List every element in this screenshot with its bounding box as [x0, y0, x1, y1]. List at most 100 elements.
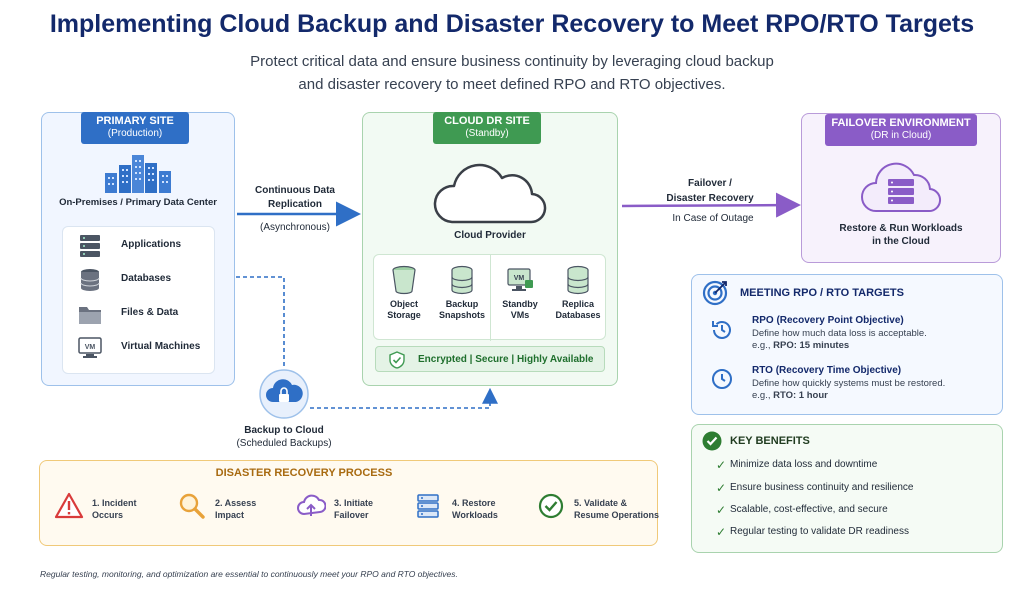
- primary-site-title: PRIMARY SITE: [96, 115, 174, 127]
- database-icon: [80, 269, 100, 291]
- footnote: Regular testing, monitoring, and optimiz…: [40, 569, 458, 579]
- benefit-label: Regular testing to validate DR readiness: [730, 526, 909, 537]
- replication-mode: (Asynchronous): [259, 222, 331, 233]
- standby-vm-badge: VM: [514, 275, 525, 282]
- page-title: Implementing Cloud Backup and Disaster R…: [49, 10, 975, 38]
- shield-check-icon: [389, 351, 405, 369]
- primary-resources-box: Applications Databases Files & Data VM V…: [62, 226, 215, 374]
- cloud-upload-icon: [297, 494, 326, 516]
- page-subtitle: Protect critical data and ensure busines…: [200, 50, 824, 96]
- benefit-item: ✓Ensure business continuity and resilien…: [716, 481, 996, 497]
- failover-line-2: Disaster Recovery: [666, 193, 754, 204]
- replication-line-1: Continuous Data: [255, 185, 335, 196]
- replication-line-2: Replication: [268, 199, 322, 210]
- benefit-item: ✓Regular testing to validate DR readines…: [716, 525, 996, 541]
- clock-icon: [712, 369, 732, 389]
- subtitle-line-1: Protect critical data and ensure busines…: [250, 53, 774, 70]
- rto-example: e.g., RTO: 1 hour: [752, 390, 828, 401]
- primary-site-header: PRIMARY SITE (Production): [81, 112, 189, 144]
- resource-vms-label: Virtual Machines: [121, 341, 201, 352]
- rpo-rto-panel: [691, 274, 1003, 415]
- server-rack-icon: [80, 235, 100, 257]
- folder-icon: [79, 307, 101, 324]
- cloud-provider-label: Cloud Provider: [454, 230, 526, 241]
- check-circle-icon: [702, 431, 722, 451]
- cloud-dr-site-panel: [362, 112, 618, 386]
- key-benefits-header: KEY BENEFITS: [730, 435, 810, 447]
- benefit-label: Scalable, cost-effective, and secure: [730, 504, 888, 515]
- step-1-line-1: 1. Incident: [92, 498, 137, 508]
- resource-vms: VM Virtual Machines: [63, 333, 213, 363]
- failover-description: Restore & Run Workloads in the Cloud: [801, 222, 1001, 248]
- step-2-line-1: 2. Assess: [215, 498, 257, 508]
- service-object-storage-line-2: Storage: [387, 310, 421, 320]
- step-4-line-2: Workloads: [452, 510, 498, 520]
- vm-icon-label: VM: [85, 344, 96, 351]
- check-circle-outline-icon: [538, 493, 564, 519]
- step-3-line-2: Failover: [334, 510, 369, 520]
- resource-databases-label: Databases: [121, 273, 172, 284]
- failover-environment-header: FAILOVER ENVIRONMENT (DR in Cloud): [825, 114, 977, 146]
- cloud-dr-site-header: CLOUD DR SITE (Standby): [433, 112, 541, 144]
- dr-process-header: DISASTER RECOVERY PROCESS: [215, 467, 393, 479]
- replication-label: Continuous Data Replication: [240, 184, 350, 212]
- failover-environment-title: FAILOVER ENVIRONMENT: [831, 117, 971, 129]
- primary-site-subtitle: (Production): [107, 128, 163, 139]
- cloud-dr-site-subtitle: (Standby): [465, 128, 509, 139]
- failover-description-line-1: Restore & Run Workloads: [839, 223, 963, 234]
- service-replica-databases-line-1: Replica: [561, 299, 594, 309]
- resource-applications: Applications: [63, 231, 213, 261]
- service-standby-vms-line-1: Standby: [502, 299, 538, 309]
- server-stack-icon: [417, 494, 439, 518]
- failover-line-1: Failover /: [688, 178, 732, 189]
- step-2-line-2: Impact: [215, 510, 245, 520]
- check-icon: ✓: [716, 525, 727, 539]
- rto-example-value: RTO: 1 hour: [773, 390, 828, 401]
- history-clock-icon: [712, 321, 731, 339]
- standby-vm-icon: VM: [507, 268, 533, 291]
- check-icon: ✓: [716, 503, 727, 517]
- service-backup-snapshots-line-2: Snapshots: [438, 310, 485, 320]
- rpo-example-prefix: e.g.,: [752, 340, 774, 351]
- services-divider: [490, 255, 491, 341]
- magnifier-icon: [179, 493, 205, 519]
- resource-files-label: Files & Data: [121, 307, 179, 318]
- backup-cloud-lock-icon: [259, 369, 309, 419]
- data-center-buildings-icon: [105, 155, 171, 193]
- backup-subtitle: (Scheduled Backups): [236, 438, 332, 449]
- security-badge: Encrypted | Secure | Highly Available: [375, 346, 605, 372]
- backup-dashed-line: [236, 276, 285, 368]
- step-4-line-1: 4. Restore: [452, 498, 496, 508]
- cloud-dr-site-title: CLOUD DR SITE: [444, 115, 530, 127]
- step-5-line-1: 5. Validate &: [574, 498, 628, 508]
- resource-databases: Databases: [63, 265, 213, 295]
- benefit-label: Minimize data loss and downtime: [730, 459, 878, 470]
- security-label: Encrypted | Secure | Highly Available: [418, 354, 594, 365]
- benefit-item: ✓Minimize data loss and downtime: [716, 458, 996, 474]
- rpo-rto-header: MEETING RPO / RTO TARGETS: [740, 287, 904, 299]
- step-3-line-1: 3. Initiate: [334, 498, 374, 508]
- cloud-server-icon: [861, 162, 942, 213]
- benefit-label: Ensure business continuity and resilienc…: [730, 482, 914, 493]
- step-1-line-2: Occurs: [92, 510, 124, 520]
- snapshot-database-icon: [451, 265, 473, 295]
- resource-files: Files & Data: [63, 299, 213, 329]
- rto-title: RTO (Recovery Time Objective): [752, 365, 902, 376]
- step-5-line-2: Resume Operations: [574, 510, 660, 520]
- rpo-title: RPO (Recovery Point Objective): [752, 315, 904, 326]
- failover-condition: In Case of Outage: [672, 213, 754, 224]
- check-icon: ✓: [716, 458, 727, 472]
- check-icon: ✓: [716, 481, 727, 495]
- key-benefits-panel: [691, 424, 1003, 553]
- service-standby-vms-line-2: VMs: [510, 310, 530, 320]
- backup-to-cloud-dashed-line: [310, 387, 498, 409]
- service-backup-snapshots-line-1: Backup: [445, 299, 479, 309]
- rpo-example-value: RPO: 15 minutes: [773, 340, 850, 351]
- rto-example-prefix: e.g.,: [752, 390, 774, 401]
- virtual-machine-icon: VM: [78, 337, 102, 358]
- backup-title: Backup to Cloud: [244, 425, 324, 436]
- alert-triangle-icon: [54, 492, 84, 519]
- failover-label: Failover / Disaster Recovery: [650, 176, 770, 206]
